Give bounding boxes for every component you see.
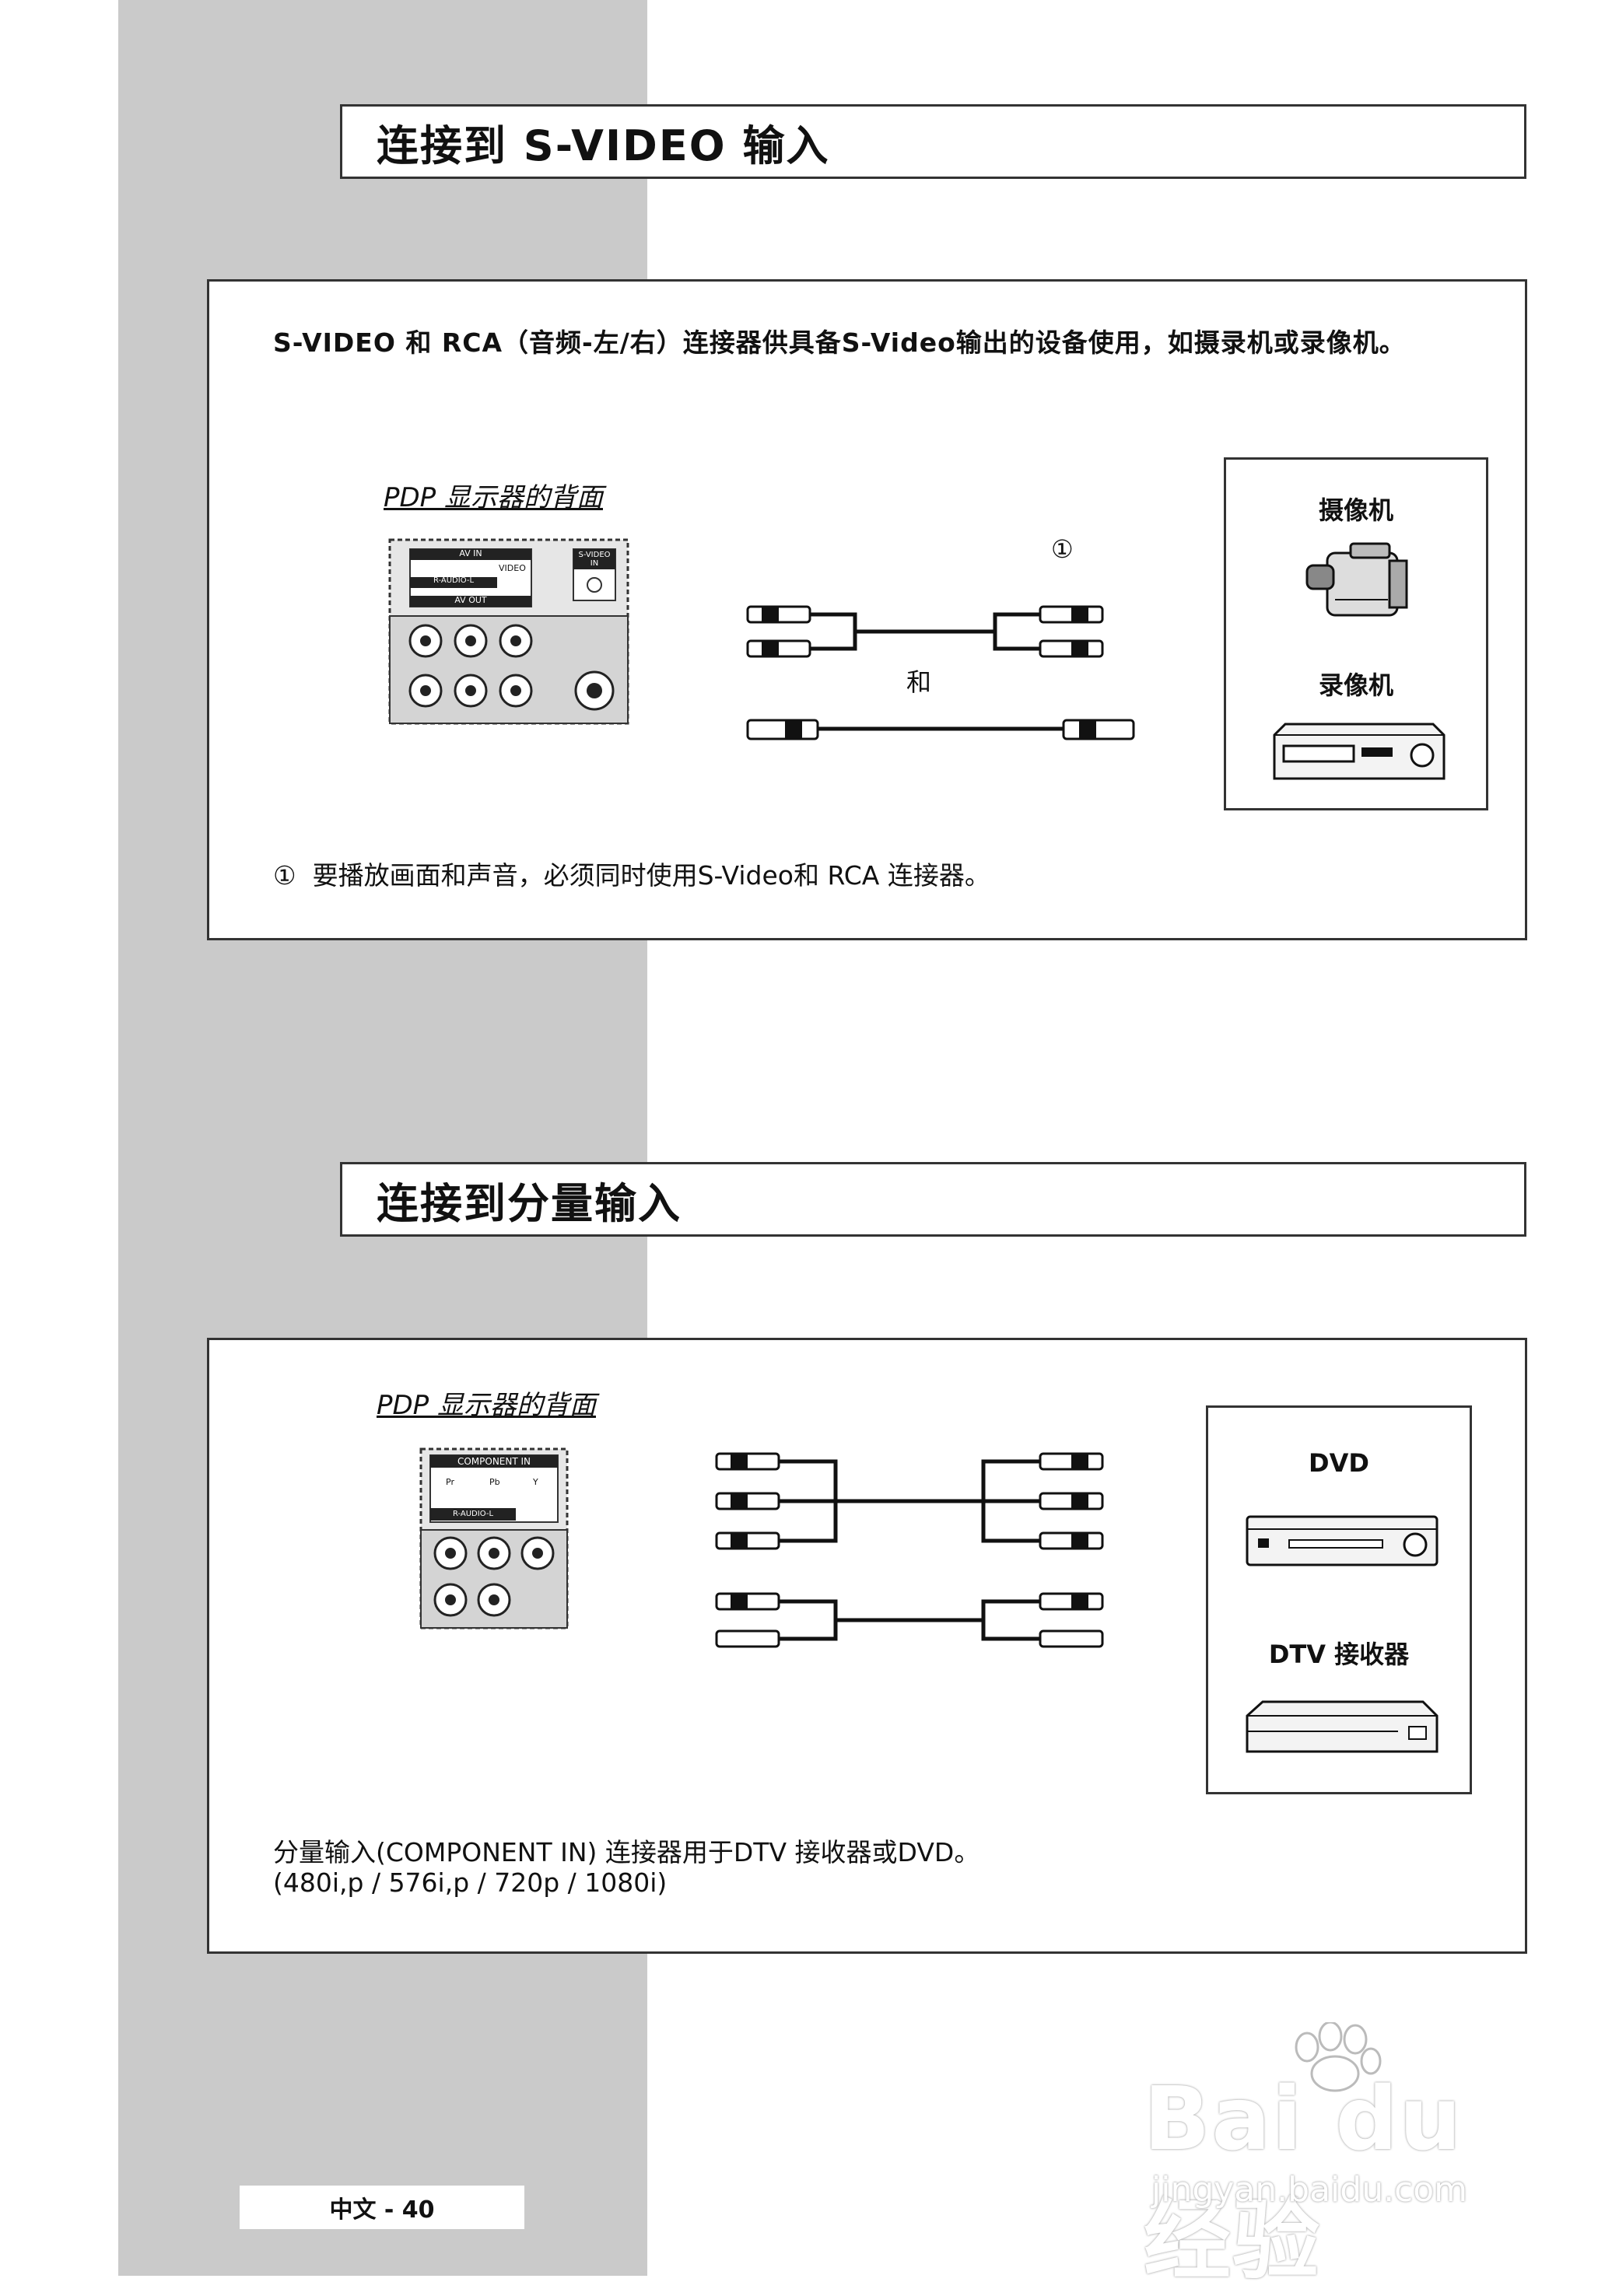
section2-title-box: 连接到分量输入: [340, 1162, 1526, 1237]
dtv-receiver-icon: [1246, 1700, 1439, 1753]
device-dvd-label: DVD: [1309, 1448, 1369, 1478]
baidu-watermark: Bai du 经验 jingyan.baidu.com: [1144, 2022, 1564, 2291]
pb-label: Pb: [489, 1477, 500, 1487]
watermark-url: jingyan.baidu.com: [1151, 2170, 1468, 2210]
section2-audio-label: R-AUDIO-L: [452, 1510, 494, 1518]
dvd-player-icon: [1246, 1515, 1439, 1566]
section1-panel: S-VIDEO 和 RCA（音频-左/右）连接器供具备S-Video输出的设备使…: [207, 279, 1527, 940]
watermark-main-text: Bai du 经验: [1144, 2069, 1463, 2291]
note-marker: ①: [273, 860, 296, 891]
page-footer: 中文 - 40: [240, 2186, 524, 2229]
connector-and-label: 和: [906, 667, 932, 697]
video-label: VIDEO: [499, 563, 526, 573]
camcorder-icon: [1305, 542, 1408, 617]
section1-title: 连接到 S-VIDEO 输入: [377, 121, 830, 170]
device-vcr-label: 录像机: [1318, 670, 1393, 700]
section1-rear-panel-illustration: [388, 538, 629, 725]
section1-callout-marker: ①: [1051, 534, 1074, 564]
av-in-label: AV IN: [459, 548, 482, 558]
section2-cables: [715, 1452, 1104, 1648]
component-in-label: COMPONENT IN: [457, 1456, 531, 1467]
av-out-label: AV OUT: [454, 595, 487, 605]
section1-rear-label: PDP 显示器的背面: [384, 482, 603, 513]
section1-title-box: 连接到 S-VIDEO 输入: [340, 104, 1526, 179]
section1-devices-box: 摄像机 录像机: [1224, 457, 1488, 810]
section2-rear-label: PDP 显示器的背面: [377, 1390, 596, 1421]
paw-icon: [1295, 2022, 1382, 2092]
svideo-in-label: S-VIDEO IN: [578, 551, 611, 568]
section1-note: ① 要播放画面和声音，必须同时使用S-Video和 RCA 连接器。: [273, 855, 990, 892]
audio-label: R-AUDIO-L: [433, 576, 475, 585]
section2-title: 连接到分量输入: [377, 1178, 682, 1228]
note-text: 要播放画面和声音，必须同时使用S-Video和 RCA 连接器。: [312, 860, 990, 891]
page-number: 中文 - 40: [329, 2196, 435, 2224]
section1-intro: S-VIDEO 和 RCA（音频-左/右）连接器供具备S-Video输出的设备使…: [273, 327, 1406, 358]
device-camcorder-label: 摄像机: [1318, 495, 1393, 525]
section2-rear-panel-illustration: [419, 1447, 569, 1629]
device-dtv-receiver-label: DTV 接收器: [1268, 1640, 1410, 1669]
section2-devices-box: DVD DTV 接收器: [1206, 1405, 1472, 1794]
section2-panel: PDP 显示器的背面 COMPONENT IN Pr Pb Y R-AUDIO-…: [207, 1338, 1527, 1954]
section2-note-line2: (480i,p / 576i,p / 720p / 1080i): [273, 1867, 668, 1898]
section1-cables: [746, 605, 1135, 740]
section2-note-line1: 分量输入(COMPONENT IN) 连接器用于DTV 接收器或DVD。: [273, 1837, 980, 1867]
vcr-icon: [1273, 723, 1446, 780]
y-label: Y: [533, 1477, 538, 1487]
pr-label: Pr: [446, 1477, 454, 1487]
